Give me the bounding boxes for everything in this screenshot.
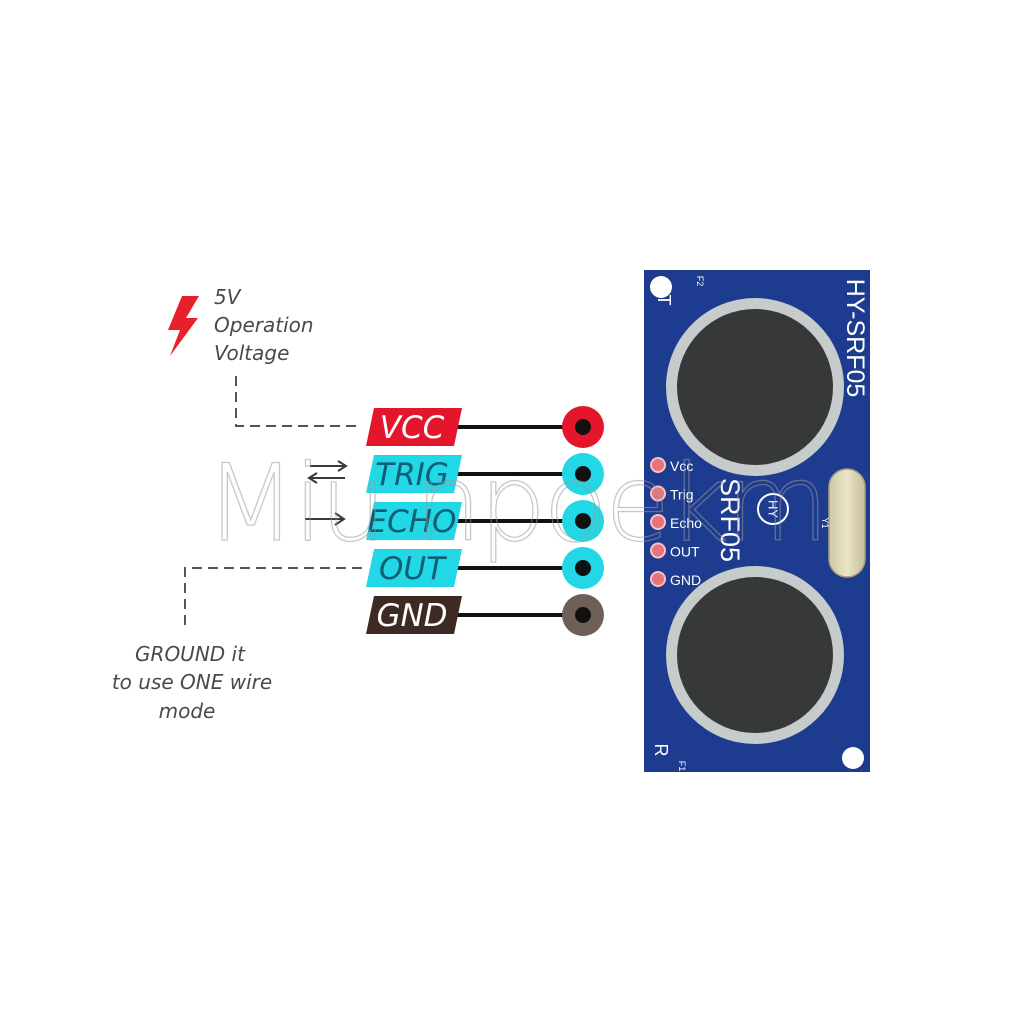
receiver-transducer: [666, 566, 844, 744]
pin-tag-label: ECHO: [368, 504, 457, 540]
sensor-board: HY SRF05 HY-SRF05 T F2 R F1 Y1 VccTrigEc…: [644, 270, 870, 772]
board-pin-pad: [650, 514, 666, 530]
ground-note-line-3: mode: [159, 699, 216, 723]
board-pin-label: Vcc: [670, 458, 693, 474]
bidirectional-arrow-icon: [307, 460, 348, 484]
pin-row-trig: TRIG: [366, 453, 604, 495]
voltage-annotation: 5V Operation Voltage: [168, 285, 362, 427]
connector-hole: [575, 419, 591, 435]
silk-y1: Y1: [820, 517, 830, 528]
voltage-note-line-2: Operation: [214, 313, 314, 337]
board-pin-label: Echo: [670, 515, 702, 531]
pin-tag-label: OUT: [379, 551, 447, 587]
hy-logo-icon: [757, 493, 789, 525]
silk-f1: F1: [677, 761, 687, 772]
connector-hole: [575, 560, 591, 576]
connector-hole: [575, 607, 591, 623]
board-pin-pad: [650, 542, 666, 559]
logo-model: SRF05: [715, 478, 745, 562]
voltage-leader-line: [235, 376, 362, 427]
pin-tag-label: GND: [376, 598, 447, 634]
pin-row-gnd: GND: [366, 594, 604, 636]
transmitter-transducer: [666, 298, 844, 476]
logo-text: HY: [766, 500, 781, 518]
watermark: Miu npoekm: [205, 442, 826, 565]
connector-hole: [575, 513, 591, 529]
ground-annotation: GROUND it to use ONE wire mode: [112, 567, 362, 723]
silk-f2: F2: [695, 276, 705, 287]
pin-tag: [366, 549, 462, 587]
pin-row-vcc: VCC: [366, 406, 604, 448]
mount-hole: [650, 276, 672, 298]
signal-arrows: [305, 460, 348, 526]
pin-row-out: OUT: [366, 547, 604, 589]
silk-t: T: [654, 295, 674, 306]
ground-note-line-2: to use ONE wire: [112, 670, 272, 694]
board-pin-label: GND: [670, 572, 701, 588]
mount-hole: [842, 747, 864, 769]
board-pin-label: OUT: [670, 544, 700, 560]
ground-leader-line: [184, 567, 362, 630]
board-pin-pad: [650, 485, 666, 502]
pin-row-echo: ECHO: [366, 500, 604, 542]
voltage-note-line-3: Voltage: [214, 341, 289, 365]
silk-r: R: [651, 744, 671, 757]
board-pin-pad: [650, 571, 666, 587]
right-arrow-icon: [305, 512, 346, 526]
pin-tag: [366, 596, 462, 634]
crystal: [828, 468, 866, 578]
pin-tag: [366, 455, 462, 493]
voltage-note-line-1: 5V: [214, 285, 242, 309]
pin-rows: VCC TRIG ECHO OUT GND: [366, 406, 604, 636]
pin-tag: [366, 502, 462, 540]
lightning-icon: [168, 296, 199, 356]
connector-hole: [575, 466, 591, 482]
pin-tag-label: TRIG: [375, 457, 449, 493]
board-model: HY-SRF05: [841, 279, 869, 398]
pin-tag-label: VCC: [380, 410, 445, 446]
board-pin-label: Trig: [670, 487, 694, 503]
board-pin-pad: [650, 457, 666, 473]
pin-tag: [366, 408, 462, 446]
ground-note-line-1: GROUND it: [135, 642, 246, 666]
